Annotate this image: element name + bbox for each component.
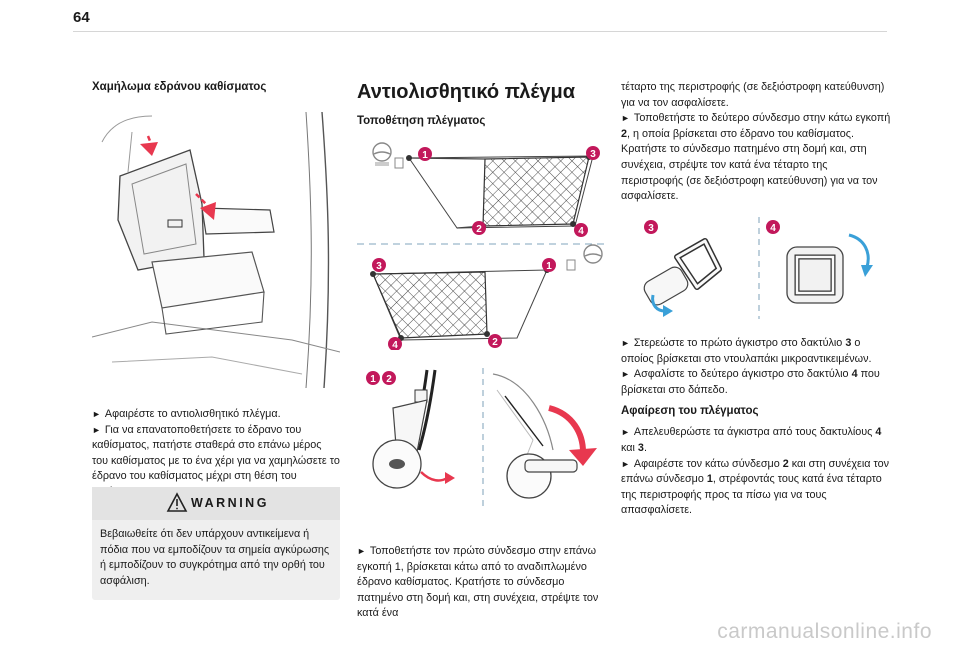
seat-lowering-heading: Χαμήλωμα εδράνου καθίσματος (92, 81, 267, 93)
callout-badges-net: 1 3 2 4 3 1 4 2 (372, 146, 600, 350)
callout-2-badge: 2 (488, 334, 502, 348)
warning-title: WARNING (191, 496, 269, 510)
callout-3-badge: 3 (372, 258, 386, 272)
svg-text:1: 1 (422, 150, 428, 161)
hooks-steps: ►Στερεώστε το πρώτο άγκιστρο στο δακτύλι… (621, 336, 891, 519)
column-anti-slip-net: Αντιολισθητικό πλέγμα Τοποθέτηση πλέγματ… (357, 80, 607, 129)
svg-text:4: 4 (392, 340, 398, 350)
svg-text:3: 3 (376, 261, 382, 272)
net-installation-diagram (357, 142, 607, 341)
callout-2-badge: 2 (472, 221, 486, 235)
step-release-hooks: ►Απελευθερώστε τα άγκιστρα από τους δακτ… (621, 426, 882, 454)
callout-1-badge: 1 (366, 371, 380, 385)
svg-text:1: 1 (546, 261, 552, 272)
svg-text:4: 4 (770, 223, 776, 234)
step-remove-connectors: ►Αφαιρέστε τον κάτω σύνδεσμο 2 και στη σ… (621, 457, 889, 517)
step-remove-net: ►Αφαιρέστε το αντιολισθητικό πλέγμα. (92, 408, 281, 420)
bullet-icon: ► (621, 458, 630, 469)
removal-heading: Αφαίρεση του πλέγματος (621, 405, 759, 418)
svg-text:2: 2 (492, 337, 498, 348)
svg-text:3: 3 (648, 223, 654, 234)
installation-heading: Τοποθέτηση πλέγματος (357, 115, 486, 127)
column-seat-lowering: Χαμήλωμα εδράνου καθίσματος (92, 80, 340, 95)
bullet-icon: ► (621, 113, 630, 124)
step-hook-ring-4: ►Ασφαλίστε το δεύτερο άγκιστρο στο δακτύ… (621, 368, 880, 396)
seat-illustration (92, 112, 340, 388)
connector-instruction-text: Τοποθετήστε τον πρώτο σύνδεσμο στην επάν… (357, 545, 599, 620)
bullet-icon: ► (92, 409, 101, 419)
page-number: 64 (73, 9, 90, 26)
callout-2-badge: 2 (382, 371, 396, 385)
svg-text:1: 1 (370, 374, 376, 385)
warning-triangle-icon (166, 492, 188, 512)
bullet-icon: ► (92, 424, 101, 435)
callout-4-badge: 4 (388, 337, 402, 350)
top-rule (73, 31, 887, 32)
callout-4-badge: 4 (766, 220, 780, 234)
connector-instruction: ►Τοποθετήστε τον πρώτο σύνδεσμο στην επά… (357, 544, 607, 622)
connector-rotation-diagram (372, 368, 597, 510)
column-continued-steps: τέταρτο της περιστροφής (σε δεξιόστροφη … (621, 80, 891, 205)
warning-text: Βεβαιωθείτε ότι δεν υπάρχουν αντικείμενα… (100, 528, 330, 587)
warning-header (92, 487, 340, 520)
watermark: carmanualsonline.info (717, 620, 932, 643)
step-hook-ring-3: ►Στερεώστε το πρώτο άγκιστρο στο δακτύλι… (621, 337, 872, 365)
callout-3-badge: 3 (586, 146, 600, 160)
svg-text:3: 3 (590, 149, 596, 160)
step-second-connector: ►Τοποθετήστε το δεύτερο σύνδεσμο στην κά… (621, 112, 891, 203)
callout-4-badge: 4 (574, 223, 588, 237)
warning-box: WARNING Βεβαιωθείτε ότι δεν υπάρχουν αντ… (92, 487, 340, 600)
section-title: Αντιολισθητικό πλέγμα (357, 81, 576, 103)
callout-1-badge: 1 (418, 147, 432, 161)
svg-text:2: 2 (476, 224, 482, 235)
steering-wheel-icon (372, 142, 392, 162)
callout-3-badge: 3 (644, 220, 658, 234)
bullet-icon: ► (621, 338, 630, 348)
first-connector-continued: τέταρτο της περιστροφής (σε δεξιόστροφη … (621, 81, 885, 109)
callout-badges-connector: 1 2 (366, 371, 396, 385)
bullet-icon: ► (621, 369, 630, 380)
callout-badges-hooks: 3 4 (644, 220, 780, 234)
steering-wheel-icon (583, 244, 603, 264)
svg-text:4: 4 (578, 226, 584, 237)
svg-text:2: 2 (386, 374, 392, 385)
hooks-rings-diagram (643, 217, 873, 319)
callout-1-badge: 1 (542, 258, 556, 272)
bullet-icon: ► (357, 546, 366, 556)
bullet-icon: ► (621, 427, 630, 438)
